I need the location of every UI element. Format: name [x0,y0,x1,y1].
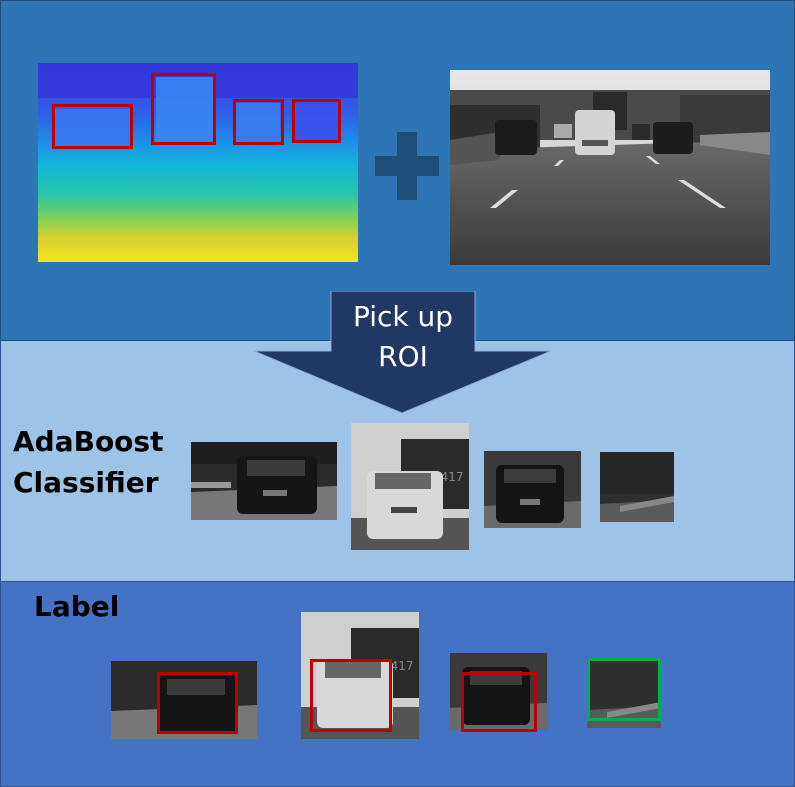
roi-box-3 [233,99,284,145]
roi-crop-2: 3417 [351,423,469,550]
arrow-label-line2: ROI [378,340,428,373]
disparity-map-image [38,63,358,262]
pick-up-roi-arrow [254,291,551,414]
labeled-crop-1 [111,661,257,739]
roi-crop-4 [600,452,674,522]
roi-box-2 [151,73,216,145]
classifier-label-line1: AdaBoost [13,425,164,458]
plus-icon [375,132,439,200]
positive-label-box-1 [157,672,238,734]
roi-box-1 [52,104,133,149]
positive-label-box-3 [461,672,537,732]
road-scene-image [450,70,770,265]
positive-label-box-2 [310,659,392,732]
roi-crop-1 [191,442,337,520]
classifier-label-line2: Classifier [13,466,159,499]
label-title: Label [34,590,120,623]
roi-crop-3 [484,451,581,528]
arrow-label-line1: Pick up [352,300,454,333]
labeled-crop-4 [587,658,661,728]
roi-box-4 [292,99,341,143]
labeled-crop-3 [450,653,547,730]
negative-label-box [587,658,661,721]
